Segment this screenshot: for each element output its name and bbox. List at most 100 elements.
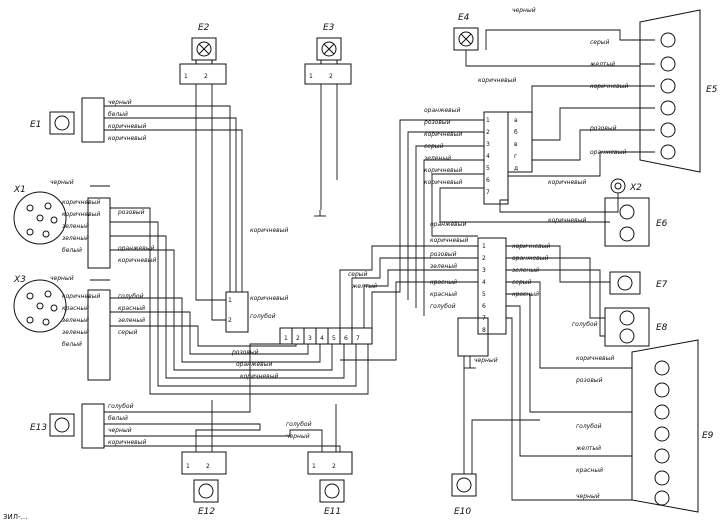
wire-label: розовый (423, 119, 451, 126)
wire-color-labels: черный белый коричневый коричневый черны… (50, 7, 628, 500)
wire-label: зеленый (62, 317, 89, 324)
lamp-e13 (49, 403, 105, 449)
wire-label: розовый (117, 209, 145, 216)
pin-number: 4 (320, 335, 324, 342)
pin-number: 4 (486, 153, 490, 160)
wire-label: коричневый (118, 257, 156, 264)
pin-number: 3 (486, 141, 490, 148)
connector-x3 (13, 279, 111, 381)
pin-number: 3 (308, 335, 312, 342)
label-e3: E3 (323, 23, 335, 33)
wire-label: голубой (118, 293, 144, 300)
wire-label: коричневый (108, 439, 146, 446)
wire-label: зеленый (118, 317, 145, 324)
lamp-e4 (453, 27, 479, 51)
terminal-letter: б (514, 129, 518, 136)
wire-label: оранжевый (590, 149, 626, 156)
pin-number: 7 (486, 189, 490, 196)
wire-label: коричневый (590, 83, 628, 90)
wire-label: черный (576, 493, 600, 500)
terminal-letter: д (514, 165, 518, 172)
wire-label: красный (430, 279, 457, 286)
wire-label: голубой (572, 321, 598, 328)
wire-label: белый (62, 247, 82, 254)
wire-label: желтый (351, 283, 377, 290)
label-e1: E1 (30, 120, 41, 130)
lamp-e8 (604, 307, 650, 347)
pin-number: 2 (482, 255, 486, 262)
wire-label: желтый (589, 61, 615, 68)
wire-label: черный (108, 99, 132, 106)
wire-label: голубой (108, 403, 134, 410)
wire-label: коричневый (62, 293, 100, 300)
wire-label: серый (348, 271, 368, 278)
wires (90, 29, 640, 501)
wire-label: черный (50, 179, 74, 186)
pin-number: 1 (184, 73, 188, 80)
wire-label: коричневый (62, 211, 100, 218)
pin-number: 2 (206, 463, 210, 470)
wire-label: белый (108, 111, 128, 118)
pin-number: 6 (482, 303, 486, 310)
wire-label: оранжевый (424, 107, 460, 114)
lamp-e12 (181, 451, 227, 503)
label-e2: E2 (198, 23, 210, 33)
terminal-letter: a (514, 117, 518, 124)
corner-note: ЗИЛ-… (3, 513, 28, 521)
wire-label: коричневый (512, 243, 550, 250)
pin-number: 1 (312, 463, 316, 470)
pin-number: 4 (482, 279, 486, 286)
central-terminal-strip (225, 291, 373, 345)
wire-label: розовый (589, 125, 617, 132)
wire-label: серый (512, 279, 532, 286)
pin-number: 2 (296, 335, 300, 342)
wire-label: коричневый (108, 135, 146, 142)
wire-label: серый (590, 39, 610, 46)
wire-label: коричневый (548, 179, 586, 186)
wire-label: зеленый (62, 329, 89, 336)
wire-label: коричневый (250, 295, 288, 302)
wire-label: коричневый (250, 227, 288, 234)
pin-number: 2 (204, 73, 208, 80)
pin-number: 1 (482, 243, 486, 250)
wire-label: оранжевый (236, 361, 272, 368)
wire-label: зеленый (62, 223, 89, 230)
pin-number: 1 (486, 117, 490, 124)
terminal-letter: г (514, 153, 517, 160)
label-e6: E6 (656, 219, 668, 229)
wire-label: коричневый (424, 131, 462, 138)
label-e5: E5 (706, 85, 718, 95)
wire-label: голубой (250, 313, 276, 320)
lamp-cluster-e5 (639, 9, 701, 173)
reference-labels: E2 E3 E4 E5 E1 X1 X3 X2 E6 E7 E8 E9 E13 … (13, 13, 718, 517)
pin-number: 1 (186, 463, 190, 470)
wire-label: коричневый (424, 179, 462, 186)
lamp-e7 (609, 271, 641, 295)
pin-number: 2 (486, 129, 490, 136)
wire-label: розовый (231, 349, 259, 356)
wire-label: голубой (576, 423, 602, 430)
wire-label: белый (108, 415, 128, 422)
wire-label: серый (118, 329, 138, 336)
pin-number: 1 (309, 73, 313, 80)
wire-label: красный (118, 305, 145, 312)
label-e8: E8 (656, 323, 668, 333)
switch-block-lower (457, 237, 507, 357)
wire-label: черный (474, 357, 498, 364)
wire-label: красный (512, 291, 539, 298)
label-x1: X1 (13, 185, 26, 195)
pin-number: 5 (482, 291, 486, 298)
lamp-e11 (307, 451, 353, 503)
pin-number: 2 (228, 317, 232, 324)
pin-number: 1 (284, 335, 288, 342)
wire-label: черный (286, 433, 310, 440)
pin-number: 3 (482, 267, 486, 274)
connector-x1 (13, 191, 111, 269)
wire-label: оранжевый (512, 255, 548, 262)
wire-label: коричневый (548, 217, 586, 224)
wire-label: черный (512, 7, 536, 14)
label-e10: E10 (454, 507, 471, 517)
pin-number: 7 (482, 315, 486, 322)
wire-label: зеленый (512, 267, 539, 274)
